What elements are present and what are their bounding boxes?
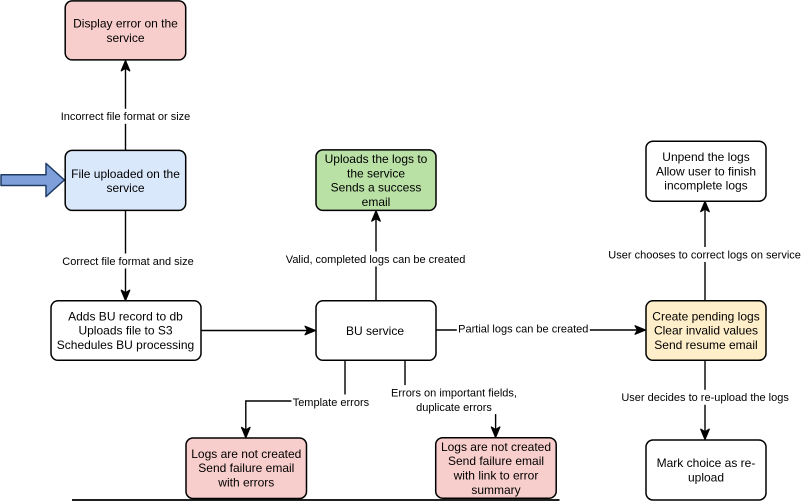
svg-text:Schedules BU processing: Schedules BU processing xyxy=(57,338,194,352)
svg-text:Mark choice as re-: Mark choice as re- xyxy=(657,456,756,470)
svg-text:Logs are not created: Logs are not created xyxy=(441,440,551,454)
svg-text:summary: summary xyxy=(471,483,520,497)
svg-text:User chooses to correct logs o: User chooses to correct logs on service xyxy=(608,249,801,261)
svg-text:Template errors: Template errors xyxy=(293,397,370,409)
svg-text:with errors: with errors xyxy=(217,476,274,490)
svg-text:Create pending logs: Create pending logs xyxy=(652,309,759,323)
svg-text:Adds BU record to db: Adds BU record to db xyxy=(68,309,183,323)
svg-text:email: email xyxy=(362,195,391,209)
svg-text:service: service xyxy=(106,181,144,195)
svg-text:Correct file format and size: Correct file format and size xyxy=(62,256,193,268)
svg-text:with link to error: with link to error xyxy=(453,469,539,483)
svg-text:Send failure email: Send failure email xyxy=(448,454,544,468)
svg-text:incomplete logs: incomplete logs xyxy=(664,179,747,193)
svg-text:Send failure email: Send failure email xyxy=(198,461,294,475)
svg-text:Clear invalid values: Clear invalid values xyxy=(654,324,758,338)
svg-text:User decides to re-upload the: User decides to re-upload the logs xyxy=(621,392,789,404)
svg-text:Uploads file to S3: Uploads file to S3 xyxy=(78,324,172,338)
svg-text:service: service xyxy=(106,31,144,45)
svg-text:Allow user to finish: Allow user to finish xyxy=(656,164,756,178)
svg-text:Send resume email: Send resume email xyxy=(654,338,757,352)
svg-text:the service: the service xyxy=(347,166,405,180)
svg-text:Uploads the logs to: Uploads the logs to xyxy=(325,152,428,166)
svg-text:Valid, completed logs can be c: Valid, completed logs can be created xyxy=(286,254,466,266)
svg-text:upload: upload xyxy=(688,471,724,485)
svg-text:Logs are not created: Logs are not created xyxy=(191,447,301,461)
svg-text:Partial logs can be created: Partial logs can be created xyxy=(458,323,588,335)
svg-text:duplicate errors: duplicate errors xyxy=(416,402,492,414)
svg-text:Incorrect file format or size: Incorrect file format or size xyxy=(61,111,191,123)
svg-text:BU service: BU service xyxy=(346,324,404,338)
svg-text:Errors on important fields,: Errors on important fields, xyxy=(391,388,517,400)
svg-text:Unpend the logs: Unpend the logs xyxy=(662,150,749,164)
svg-text:Sends a success: Sends a success xyxy=(331,181,422,195)
svg-text:File uploaded on the: File uploaded on the xyxy=(71,167,180,181)
svg-text:Display error on the: Display error on the xyxy=(73,17,178,31)
